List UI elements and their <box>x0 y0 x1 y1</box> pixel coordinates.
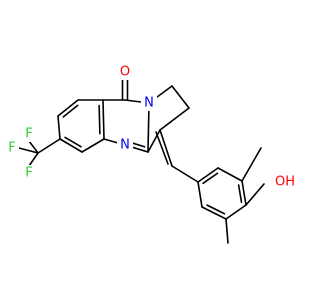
bond-cf3-fc <box>28 152 39 167</box>
fluorine-top-label: F <box>25 127 32 142</box>
n-bridge-bg <box>141 95 157 111</box>
atom-label-layer: O N N F F F OH <box>5 64 298 190</box>
bond-a2-a3 <box>217 167 243 182</box>
bond-c5-c6 <box>57 99 79 117</box>
bond-a1-a2 <box>197 167 219 183</box>
bond-c11-c10-inner <box>98 104 101 135</box>
carbonyl-oxygen-label: O <box>120 65 130 80</box>
bond-c5-c6-inner <box>62 104 79 118</box>
bond-cf3-fa <box>28 140 39 154</box>
structure-svg: O N N F F F OH <box>5 64 298 244</box>
bond-p2-c2 <box>159 107 190 131</box>
bond-hydroxyl <box>245 183 265 206</box>
molecule-diagram: O N N F F F OH <box>5 64 298 244</box>
bond-a3-a4-inner <box>237 184 243 204</box>
hydroxyl-label: OH <box>275 175 295 190</box>
bond-c7-c8 <box>59 138 83 153</box>
bond-a6-a1 <box>197 181 203 208</box>
bond-c6-c7 <box>57 115 61 140</box>
carbonyl-o-bg <box>117 64 133 80</box>
bond-c2-c3 <box>147 129 161 153</box>
bond-a1-a2-inner <box>202 172 219 185</box>
bond-c2-exo-inner <box>155 131 169 165</box>
bond-p1-p2 <box>171 85 190 109</box>
n-ring-bg <box>117 137 133 153</box>
bond-c7-c8-inner <box>64 136 82 148</box>
f-left-bg <box>5 140 19 156</box>
bond-n1-c3 <box>147 102 150 153</box>
bond-a5-a6 <box>201 206 227 220</box>
bond-a5-a6-inner <box>206 204 226 215</box>
bond-c3-n4-inner <box>129 141 146 148</box>
bond-c11-c10 <box>102 99 105 140</box>
ring-nitrogen-label: N <box>120 138 130 153</box>
bond-a3-a4 <box>241 180 247 206</box>
bond-methyl-top <box>241 147 262 182</box>
bond-c2-exo <box>159 129 173 167</box>
bond-cf3-fb <box>18 147 39 154</box>
bridgehead-nitrogen-label: N <box>144 96 154 111</box>
f-bottom-bg <box>22 165 36 181</box>
fluorine-left-label: F <box>8 141 15 156</box>
hydroxyl-bg <box>272 174 298 190</box>
bond-c7-cf3 <box>37 138 61 154</box>
fluorine-bottom-label: F <box>25 166 32 181</box>
bond-exo-aryl <box>171 165 199 183</box>
bond-methyl-bottom <box>225 218 229 244</box>
f-top-bg <box>22 126 36 142</box>
bond-c8-c11 <box>81 138 105 153</box>
bond-a4-a5 <box>225 204 247 220</box>
bond-layer <box>18 78 265 244</box>
